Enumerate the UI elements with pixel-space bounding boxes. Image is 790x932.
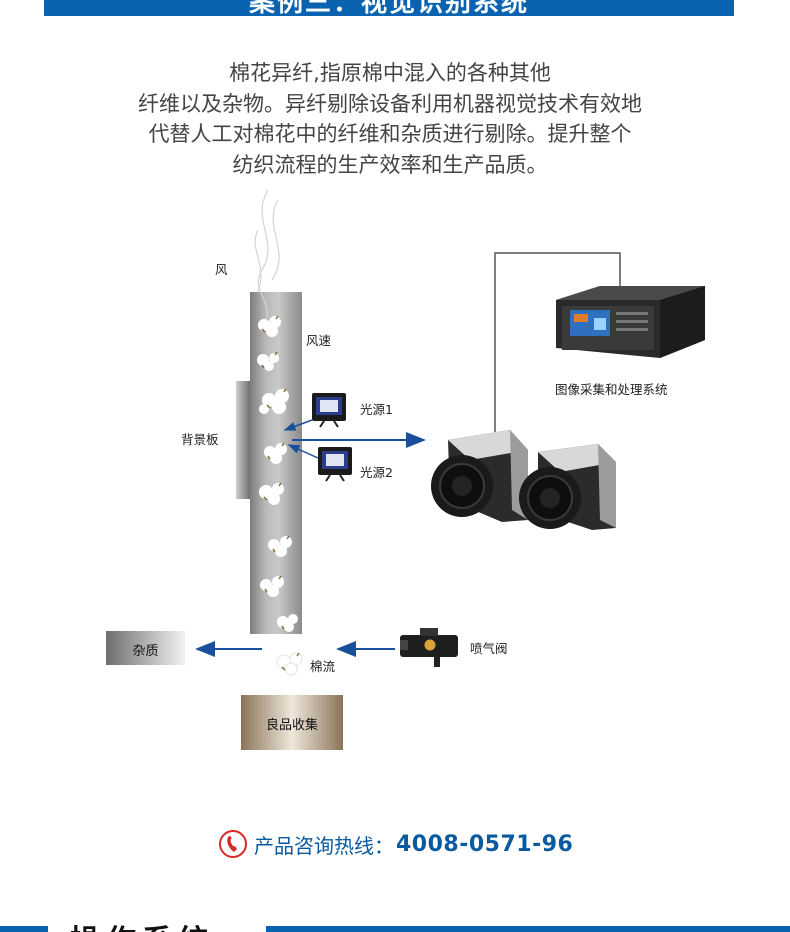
footer-line — [0, 926, 790, 932]
cotton-icon — [277, 614, 298, 632]
phone-icon — [219, 830, 247, 858]
hotline: 产品咨询热线： 4008-0571-96 — [218, 828, 573, 860]
intro-text: 棉花异纤,指原棉中混入的各种其他 纤维以及杂物。异纤剔除设备利用机器视觉技术有效… — [60, 58, 720, 180]
footer-tab-title: 操作系统 — [70, 916, 214, 932]
air-valve-label: 喷气阀 — [470, 641, 508, 656]
cotton-ball-icons — [257, 315, 303, 676]
camera-1-icon — [431, 430, 528, 522]
intro-line: 棉花异纤,指原棉中混入的各种其他 — [229, 61, 551, 85]
light-1-arrow — [283, 419, 313, 431]
processing-system-label: 图像采集和处理系统 — [555, 382, 668, 397]
cotton-icon — [257, 351, 279, 371]
cotton-icon — [264, 442, 287, 464]
impurity-box: 杂质 — [106, 631, 185, 665]
camera-cable — [494, 252, 621, 432]
cotton-icon — [259, 482, 284, 505]
cotton-icon — [276, 652, 303, 676]
cotton-icon — [260, 575, 284, 597]
good-collection-label: 良品收集 — [265, 718, 318, 733]
cotton-icon — [258, 315, 281, 337]
section-banner: 案例三：视觉识别系统 — [44, 0, 734, 16]
light-source-1-label: 光源1 — [360, 402, 393, 417]
industrial-pc-icon — [556, 286, 705, 358]
light-2-arrow — [287, 444, 319, 459]
intro-line: 纤维以及杂物。异纤剔除设备利用机器视觉技术有效地 — [138, 91, 642, 116]
wind-speed-label: 风速 — [306, 333, 332, 348]
intro-line: 纺织流程的生产效率和生产品质。 — [232, 152, 548, 177]
intro-line: 代替人工对棉花中的纤维和杂质进行剔除。提升整个 — [148, 122, 632, 146]
impurity-label: 杂质 — [132, 644, 159, 659]
wind-wisp-icon — [254, 189, 280, 321]
background-board — [236, 381, 250, 499]
banner-title: 案例三：视觉识别系统 — [248, 0, 529, 16]
background-board-label: 背景板 — [181, 432, 219, 447]
hotline-number[interactable]: 4008-0571-96 — [396, 831, 574, 857]
cotton-flow-label: 棉流 — [310, 659, 336, 674]
footer-tab: 操作系统 — [48, 914, 266, 932]
cotton-icon — [268, 535, 292, 557]
light-source-2-icon — [318, 447, 352, 482]
good-collection-box: 良品收集 — [241, 695, 343, 750]
wind-label: 风 — [215, 262, 228, 277]
cotton-icon — [259, 388, 289, 414]
light-source-2-label: 光源2 — [360, 465, 393, 480]
camera-2-icon — [519, 444, 616, 530]
air-valve-icon — [400, 628, 458, 667]
hotline-label: 产品咨询热线： — [254, 833, 394, 858]
light-source-1-icon — [312, 393, 346, 428]
